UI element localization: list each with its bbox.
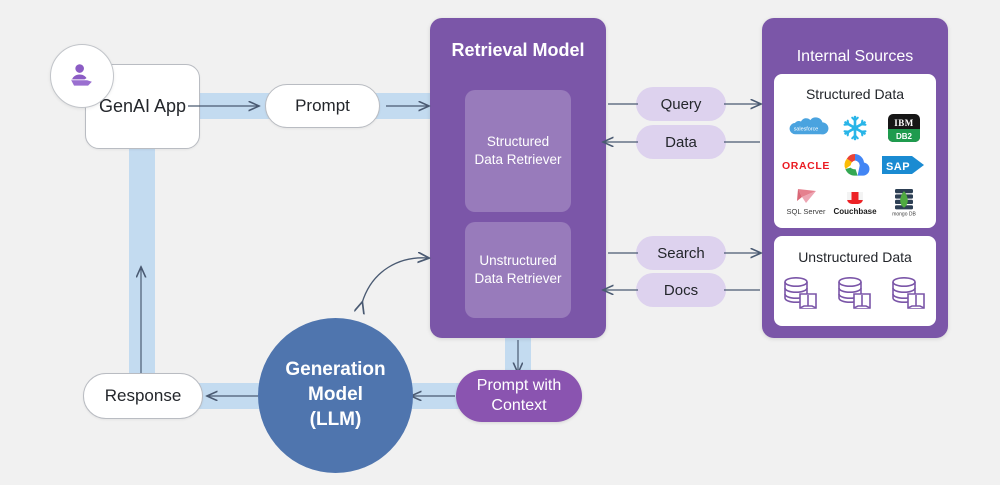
svg-text:IBM: IBM: [894, 118, 914, 128]
structured-data-title: Structured Data: [805, 86, 905, 102]
data-pill[interactable]: Data: [636, 125, 726, 159]
unstructured-data-retriever[interactable]: Unstructured Data Retriever: [465, 222, 571, 318]
google-cloud-logo: [832, 150, 878, 180]
structured-logo-grid: salesforce: [782, 110, 928, 220]
prompt-label: Prompt: [295, 96, 350, 115]
prompt-with-context-line1: Prompt with: [476, 377, 562, 394]
query-pill[interactable]: Query: [636, 87, 726, 121]
response-label: Response: [104, 386, 182, 405]
internal-sources-panel[interactable]: Internal Sources Structured Data salesfo…: [762, 18, 948, 338]
docs-pill[interactable]: Docs: [636, 273, 726, 307]
structured-data-retriever[interactable]: Structured Data Retriever: [465, 90, 571, 212]
response-node[interactable]: Response: [83, 373, 203, 419]
mongodb-logo: mongo DB: [881, 187, 927, 217]
unstructured-icon-row: [774, 274, 936, 314]
unstructured-retriever-line1: Unstructured: [479, 252, 557, 268]
prompt-node[interactable]: Prompt: [265, 84, 380, 128]
svg-text:SQL Server: SQL Server: [787, 207, 826, 216]
sap-logo: SAP: [881, 150, 927, 180]
user-avatar: [50, 44, 114, 108]
svg-text:DB2: DB2: [896, 132, 913, 141]
svg-text:mongo DB: mongo DB: [892, 211, 916, 217]
database-docs-icon-1: [784, 277, 817, 309]
unstructured-retriever-line2: Data Retriever: [474, 271, 562, 286]
structured-retriever-line1: Structured: [486, 133, 550, 149]
unstructured-data-card: Unstructured Data: [774, 236, 936, 326]
generation-model-node[interactable]: Generation Model (LLM): [258, 318, 413, 473]
svg-text:salesforce: salesforce: [794, 126, 819, 132]
sql-server-logo: SQL Server: [783, 187, 829, 217]
docs-label: Docs: [663, 281, 699, 299]
salesforce-logo: salesforce: [783, 113, 829, 143]
structured-data-card: Structured Data salesforce: [774, 74, 936, 228]
svg-text:SAP: SAP: [886, 161, 910, 173]
ibm-db2-logo: IBM DB2: [881, 113, 927, 143]
database-docs-icon-3: [892, 277, 925, 309]
couchbase-logo: Couchbase: [832, 187, 878, 217]
structured-retriever-line2: Data Retriever: [474, 152, 562, 167]
snowflake-logo: [832, 113, 878, 143]
prompt-with-context-line2: Context: [491, 397, 547, 414]
svg-text:ORACLE: ORACLE: [782, 160, 830, 172]
retrieval-model-panel[interactable]: Retrieval Model Structured Data Retrieve…: [430, 18, 606, 338]
retrieval-model-title: Retrieval Model: [451, 40, 585, 60]
genai-app-label: GenAI App: [98, 96, 187, 116]
internal-sources-title: Internal Sources: [796, 48, 914, 65]
search-pill[interactable]: Search: [636, 236, 726, 270]
search-label: Search: [657, 244, 705, 262]
data-label: Data: [665, 133, 697, 151]
generation-model-line3: (LLM): [309, 408, 362, 430]
query-label: Query: [660, 95, 702, 113]
unstructured-data-title: Unstructured Data: [798, 249, 912, 265]
generation-model-line2: Model: [308, 384, 363, 406]
oracle-logo: ORACLE: [782, 150, 830, 180]
database-docs-icon-2: [838, 277, 871, 309]
svg-text:Couchbase: Couchbase: [833, 207, 877, 216]
generation-model-line1: Generation: [285, 359, 386, 381]
prompt-with-context-node[interactable]: Prompt with Context: [456, 370, 582, 422]
user-at-desk-icon: [71, 64, 92, 86]
